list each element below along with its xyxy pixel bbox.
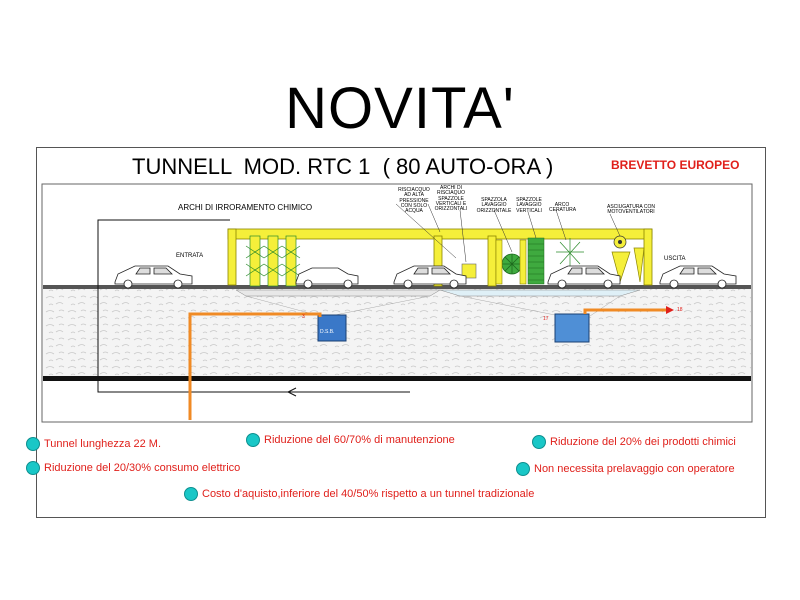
label-horizontal-brush: SPAZZOLA LAVAGGIO ORIZZONTALE [476, 197, 512, 214]
bullet-text: Riduzione del 20% dei prodotti chimici [550, 436, 736, 448]
label-dryer: ASCIUGATURA CON MOTOVENTILATORI [607, 204, 655, 216]
road-surface [43, 285, 751, 289]
label-pipe-right-num: 18 [677, 307, 683, 313]
drain-grate-right [439, 289, 641, 297]
label-tank-right-num: 17 [543, 316, 549, 322]
label-vertical-brushes: SPAZZOLE LAVAGGIO VERTICALI [516, 197, 542, 214]
car-entrance-icon [114, 265, 193, 289]
label-tank-left-num: 3 [302, 314, 305, 320]
tank-recycle [554, 313, 590, 343]
label-rinse-arches: ARCHI DI RISCIAQUO SPAZZOLE VERTICALI E … [434, 185, 468, 212]
return-arrow-icon [286, 387, 297, 397]
bullet-text: Riduzione del 60/70% di manutenzione [264, 434, 455, 446]
bullet-tunnel-length: Tunnel lunghezza 22 M. [26, 437, 161, 451]
bullet-dot-icon [246, 433, 260, 447]
return-line [97, 219, 290, 393]
dryer-nozzle [611, 251, 631, 284]
label-exit: USCITA [664, 256, 686, 262]
bullet-text: Non necessita prelavaggio con operatore [534, 463, 735, 475]
bullet-text: Riduzione del 20/30% consumo elettrico [44, 462, 241, 474]
label-wax-arch: ARCO CERATURA [549, 202, 577, 214]
car-rinse-icon [393, 265, 467, 289]
pipe-right [583, 308, 670, 314]
gantry-post-left [227, 228, 237, 286]
bullet-chemicals: Riduzione del 20% dei prodotti chimici [532, 435, 736, 449]
bottom-rail [43, 376, 751, 381]
gantry-post-right [643, 228, 653, 286]
label-entrance: ENTRATA [176, 253, 204, 259]
wax-arch-icon [556, 238, 584, 266]
pipe-left [188, 312, 322, 420]
patent-label: BREVETTO EUROPEO [611, 158, 740, 172]
drain-grate-left [235, 289, 441, 297]
bullet-no-prewash: Non necessita prelavaggio con operatore [516, 462, 735, 476]
tank-dsb [317, 314, 347, 342]
bullet-text: Tunnel lunghezza 22 M. [44, 438, 161, 450]
diagram-title: TUNNELL MOD. RTC 1 ( 80 AUTO-ORA ) [132, 154, 554, 179]
car-exit-icon [659, 265, 737, 289]
chemical-arches [245, 235, 301, 287]
gantry-post-mid [433, 235, 443, 287]
brush-posts [495, 239, 527, 285]
car-chemical-icon [295, 267, 359, 289]
bullet-maintenance: Riduzione del 60/70% di manutenzione [246, 433, 455, 447]
bullet-electric: Riduzione del 20/30% consumo elettrico [26, 461, 240, 475]
bullet-dot-icon [26, 437, 40, 451]
bullet-cost: Costo d'aquisto,inferiore del 40/50% ris… [184, 487, 534, 501]
headline: NOVITA' [285, 76, 515, 141]
label-rinse: RISCIACQUO AD ALTA PRESSIONE CON SOLO AC… [398, 187, 430, 214]
ground-gravel [43, 288, 751, 378]
pipe-outlet-arrow-icon [666, 306, 674, 314]
rinse-nozzle-box [461, 263, 477, 279]
bullet-text: Costo d'aquisto,inferiore del 40/50% ris… [202, 488, 535, 500]
label-leaders [395, 203, 621, 263]
vertical-brushes [527, 237, 545, 285]
car-dryer-icon [547, 265, 621, 289]
bullet-dot-icon [532, 435, 546, 449]
bullet-dot-icon [516, 462, 530, 476]
label-chemical-arches: ARCHI DI IRRORAMENTO CHIMICO [178, 203, 313, 212]
label-tank-dsb: D.S.B. [320, 329, 335, 335]
bullet-dot-icon [26, 461, 40, 475]
bullet-dot-icon [184, 487, 198, 501]
